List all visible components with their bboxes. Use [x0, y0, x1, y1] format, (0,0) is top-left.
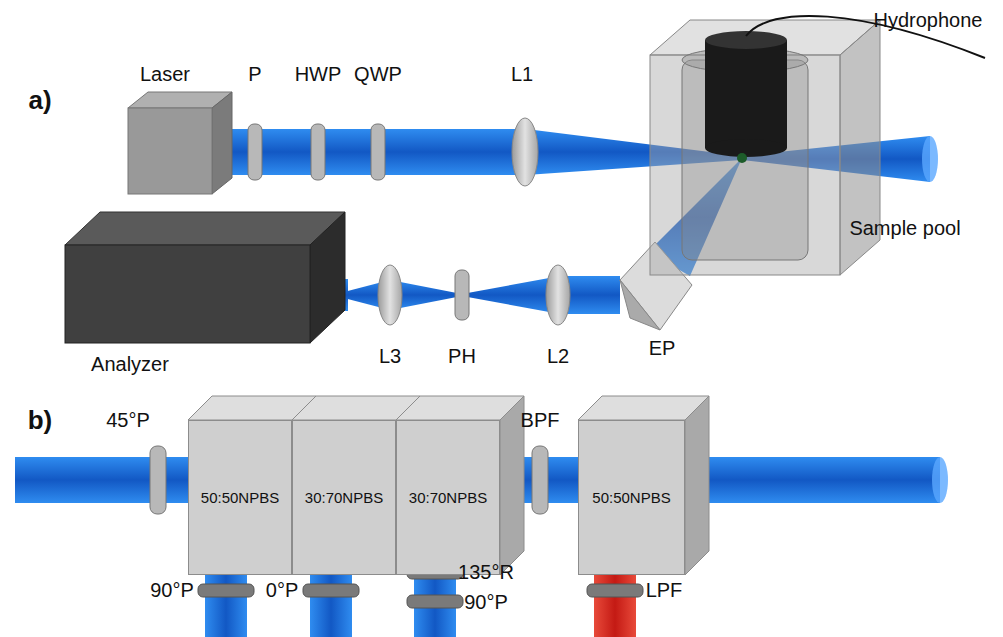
beam-splitter-cube: 50:50NPBS: [578, 420, 685, 575]
part-label: PH: [448, 345, 476, 368]
part-label: Analyzer: [91, 353, 169, 376]
part-label: QWP: [354, 63, 402, 86]
part-label: 45°P: [106, 409, 150, 432]
part-label: L2: [547, 345, 569, 368]
part-label: EP: [649, 337, 676, 360]
part-label: Sample pool: [849, 217, 960, 240]
component-name: 50:50NPBS: [201, 489, 279, 506]
part-label: Hydrophone: [874, 9, 983, 32]
component-name: 50:50NPBS: [592, 489, 670, 506]
component-name: 30:70NPBS: [409, 489, 487, 506]
part-label: 0°P: [266, 579, 298, 602]
panel-label: a): [28, 85, 51, 116]
part-label: HWP: [295, 63, 342, 86]
beam-splitter-cube: 50:50NPBS: [188, 420, 292, 575]
beam-splitter-cube: 30:70NPBS: [292, 420, 396, 575]
part-label: 135°R: [458, 561, 514, 584]
part-label: 90°P: [464, 591, 508, 614]
part-label: L1: [511, 63, 533, 86]
part-label: LPF: [646, 579, 683, 602]
part-label: L3: [379, 345, 401, 368]
part-label: 90°P: [150, 579, 194, 602]
part-label: BPF: [521, 409, 560, 432]
beam-splitter-cube: 30:70NPBS: [396, 420, 500, 575]
part-label: P: [248, 63, 261, 86]
panel-label: b): [28, 405, 53, 436]
component-name: 30:70NPBS: [305, 489, 383, 506]
part-label: Laser: [140, 63, 190, 86]
